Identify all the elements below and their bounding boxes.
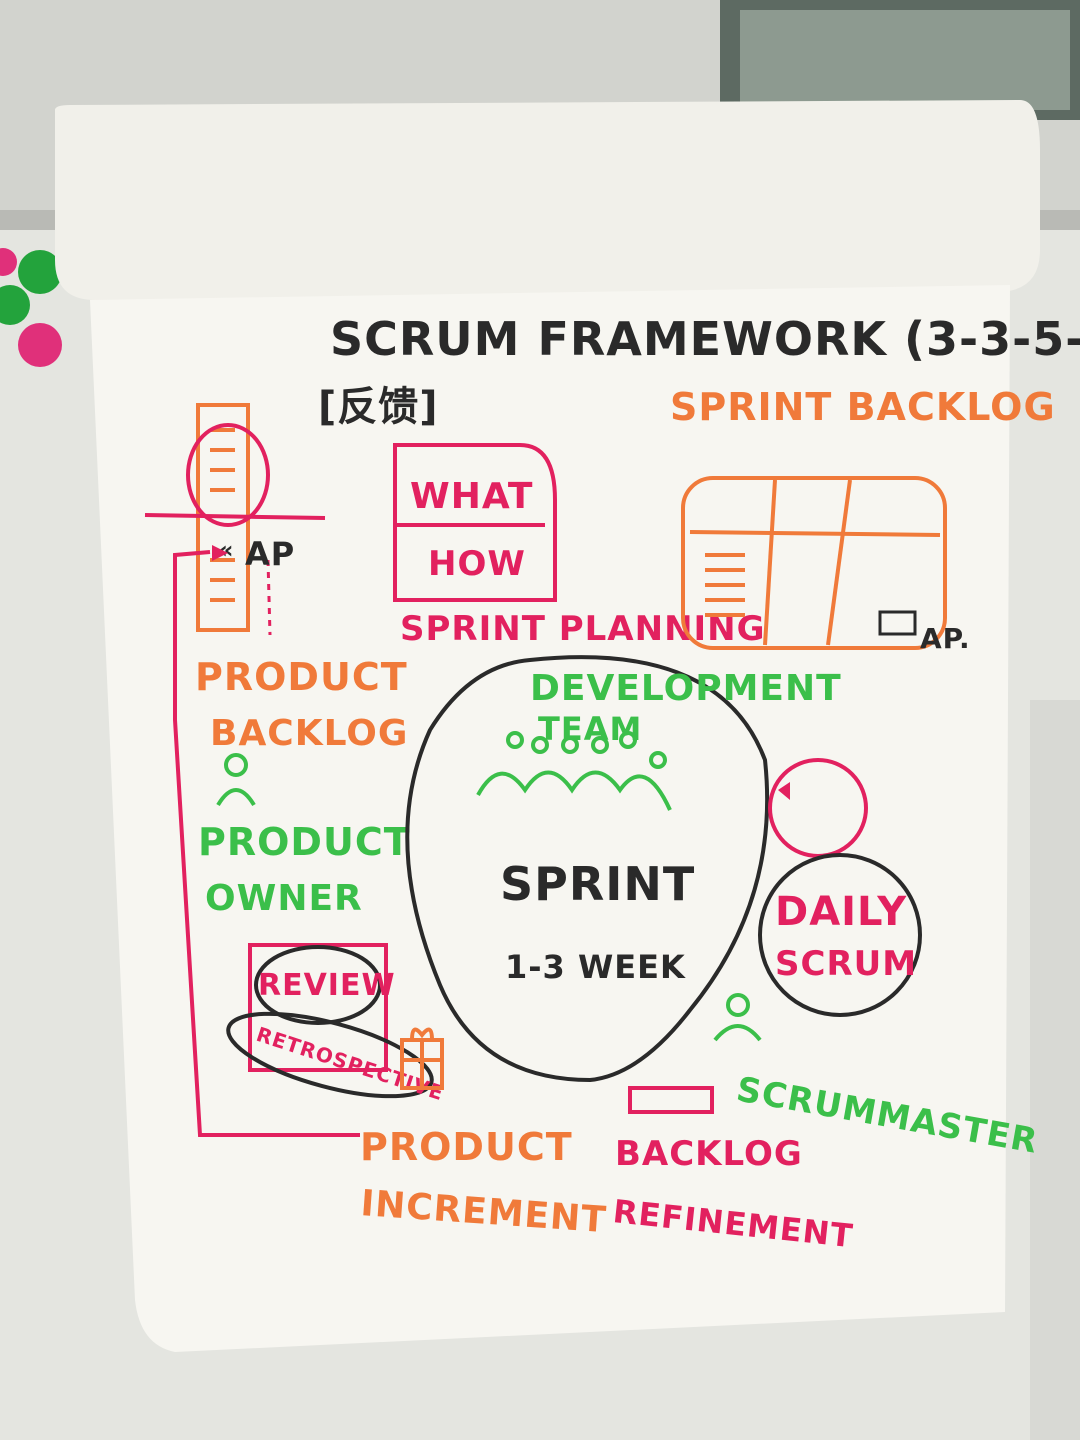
daily-scrum-label-2: SCRUM xyxy=(775,944,917,984)
arrow-head-icon xyxy=(212,545,228,561)
backlog-selection-circle xyxy=(186,423,270,527)
retrospective-circle xyxy=(226,1011,434,1099)
pink-magnet-icon xyxy=(0,248,17,276)
backlog-dotted-line xyxy=(266,559,272,636)
whiteboard-edge xyxy=(1030,700,1080,1440)
feedback-loop-line xyxy=(173,550,360,1137)
review-circle xyxy=(254,945,382,1025)
paper-sheet xyxy=(90,285,1010,1352)
daily-scrum-circle xyxy=(758,853,922,1017)
cycle-arrow-icon xyxy=(778,782,790,800)
backlog-divider-line xyxy=(144,513,326,520)
arrow-icon: « xyxy=(218,536,235,564)
subtitle: [反馈] xyxy=(318,384,439,430)
review-label: REVIEW xyxy=(258,968,396,1003)
sprint-planning-label: SPRINT PLANNING xyxy=(400,609,766,649)
ap-label-left: AP xyxy=(245,535,295,573)
daily-scrum-label-1: DAILY xyxy=(775,889,907,935)
paper-roll xyxy=(55,100,1040,300)
sprint-backlog-board xyxy=(681,476,947,650)
sprint-duration-label: 1-3 WEEK xyxy=(505,948,686,986)
green-magnet-icon xyxy=(0,285,30,325)
green-magnet-icon xyxy=(18,250,62,294)
product-backlog-label-2: BACKLOG xyxy=(210,713,408,754)
sprint-planning-box xyxy=(393,443,557,602)
development-team-people-icon xyxy=(476,731,672,811)
ap-card-icon xyxy=(878,610,917,636)
how-label: HOW xyxy=(428,544,526,584)
development-team-label-2: TEAM xyxy=(538,710,642,748)
product-owner-label-1: PRODUCT xyxy=(198,820,411,864)
sprint-loop xyxy=(405,655,770,1083)
product-increment-label-1: PRODUCT xyxy=(360,1125,573,1169)
product-owner-label-2: OWNER xyxy=(205,878,363,919)
pink-magnet-icon xyxy=(18,323,62,367)
backlog-refinement-card-icon xyxy=(628,1086,714,1114)
window-glass xyxy=(740,10,1070,110)
scrum-master-person-icon xyxy=(713,993,762,1042)
sprint-label: SPRINT xyxy=(500,857,695,911)
page-title: SCRUM FRAMEWORK (3-3-5-5) xyxy=(330,312,1080,366)
what-label: WHAT xyxy=(410,476,533,517)
sprint-backlog-label: SPRINT BACKLOG xyxy=(670,385,1056,429)
development-team-label-1: DEVELOPMENT xyxy=(530,668,842,709)
product-backlog-label-1: PRODUCT xyxy=(195,655,408,699)
backlog-refinement-label-1: BACKLOG xyxy=(615,1134,803,1174)
ap-label-right: AP. xyxy=(920,622,971,655)
gift-icon xyxy=(400,1027,444,1090)
product-owner-person-icon xyxy=(216,753,256,807)
daily-cycle-circle xyxy=(768,758,868,858)
